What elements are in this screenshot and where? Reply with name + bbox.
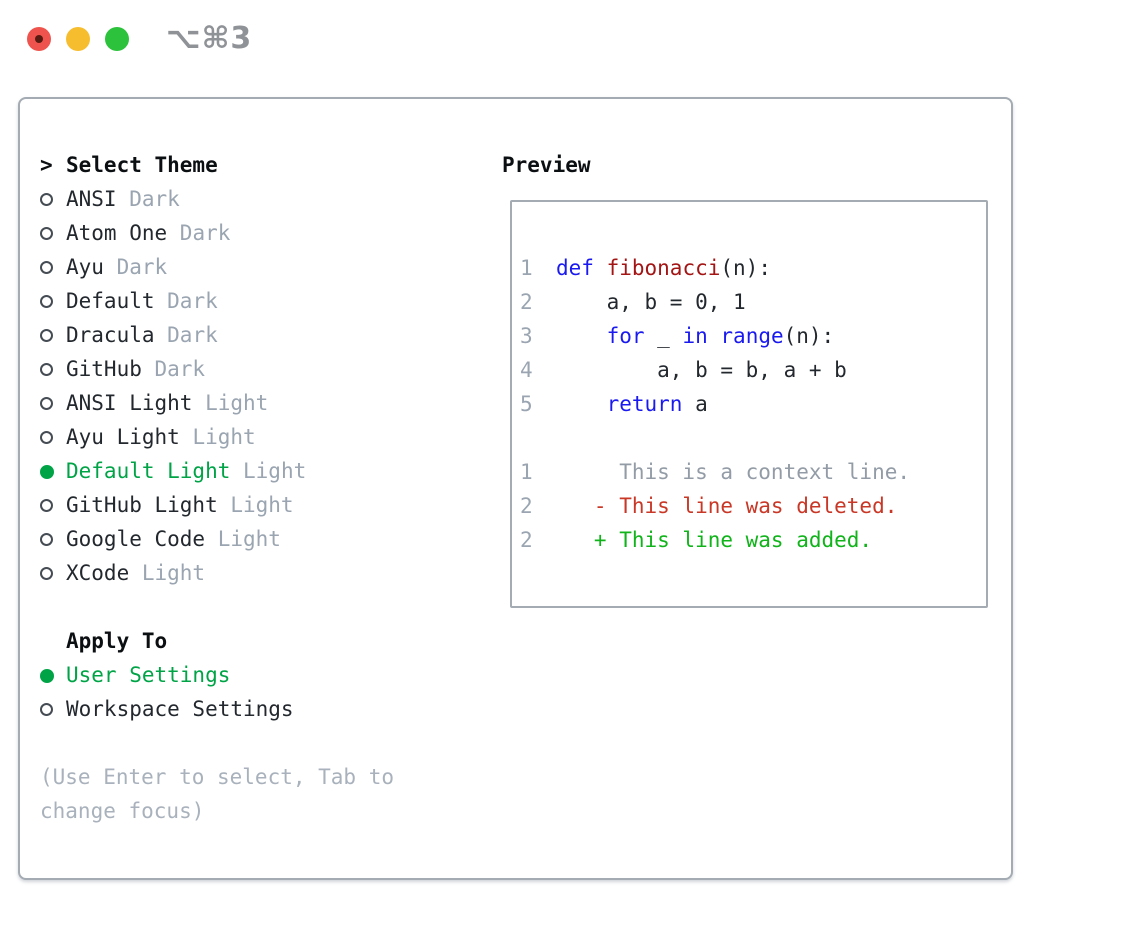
preview-header: Preview (502, 148, 988, 182)
code-text: return a (606, 392, 708, 416)
code-text: - This line was deleted. (556, 494, 898, 518)
code-line: 1 def fibonacci(n): (512, 251, 986, 285)
apply-to-header: Apply To (40, 624, 485, 658)
theme-option-default-light[interactable]: Default Light Light (40, 454, 485, 488)
code-line: 2 a, b = 0, 1 (512, 285, 986, 319)
radio-icon (40, 533, 53, 546)
code-text: def fibonacci(n): (556, 256, 771, 280)
maximize-button[interactable] (105, 27, 129, 51)
code-text: + This line was added. (556, 528, 873, 552)
theme-option-label: GitHub Dark (66, 357, 206, 381)
apply-to-title: Apply To (66, 629, 168, 653)
theme-option-label: Atom One Dark (66, 221, 231, 245)
theme-option-label: Google Code Light (66, 527, 281, 551)
line-number: 1 (520, 460, 533, 484)
keyboard-shortcut-label: ⌥⌘3 (166, 21, 253, 56)
code-line-blank (512, 421, 986, 455)
line-number: 2 (520, 494, 533, 518)
line-number: 2 (520, 528, 533, 552)
code-text: for _ in range(n): (606, 324, 835, 348)
radio-icon (40, 363, 53, 376)
theme-option-github[interactable]: GitHub Dark (40, 352, 485, 386)
theme-option-ansi-light[interactable]: ANSI Light Light (40, 386, 485, 420)
theme-option-ayu[interactable]: Ayu Dark (40, 250, 485, 284)
theme-option-dracula[interactable]: Dracula Dark (40, 318, 485, 352)
radio-icon (40, 261, 53, 274)
apply-to-option-workspace-settings[interactable]: Workspace Settings (40, 692, 485, 726)
apply-to-option-label: User Settings (66, 663, 231, 687)
radio-icon (40, 397, 53, 410)
theme-option-xcode[interactable]: XCode Light (40, 556, 485, 590)
code-text: a, b = 0, 1 (556, 290, 746, 314)
theme-option-label: Dracula Dark (66, 323, 218, 347)
window-titlebar: ⌥⌘3 (0, 0, 1140, 78)
code-text: This is a context line. (556, 460, 911, 484)
radio-icon (40, 703, 53, 716)
cursor-chevron-icon: > (40, 153, 53, 177)
code-line: 4 a, b = b, a + b (512, 353, 986, 387)
apply-to-option-user-settings[interactable]: User Settings (40, 658, 485, 692)
select-theme-title: Select Theme (66, 153, 218, 177)
close-button[interactable] (27, 27, 51, 51)
theme-option-label: ANSI Dark (66, 187, 180, 211)
line-number: 5 (520, 392, 533, 416)
radio-icon (40, 227, 53, 240)
code-text: a, b = b, a + b (556, 358, 847, 382)
minimize-button[interactable] (66, 27, 90, 51)
theme-option-ayu-light[interactable]: Ayu Light Light (40, 420, 485, 454)
code-line: 3 for _ in range(n): (512, 319, 986, 353)
theme-option-atom-one[interactable]: Atom One Dark (40, 216, 485, 250)
theme-option-label: Ayu Dark (66, 255, 168, 279)
radio-icon (40, 193, 53, 206)
radio-icon (40, 431, 53, 444)
theme-option-label: Default Light Light (66, 459, 307, 483)
line-number: 1 (520, 256, 533, 280)
line-number: 3 (520, 324, 533, 348)
theme-option-label: ANSI Light Light (66, 391, 269, 415)
select-theme-header: > Select Theme (40, 148, 485, 182)
theme-option-label: Ayu Light Light (66, 425, 256, 449)
theme-option-label: XCode Light (66, 561, 206, 585)
code-line: 5 return a (512, 387, 986, 421)
code-line: 2 + This line was added. (512, 523, 986, 557)
radio-icon (40, 329, 53, 342)
apply-to-option-label: Workspace Settings (66, 697, 294, 721)
preview-title: Preview (502, 153, 591, 177)
help-text: (Use Enter to select, Tab to change focu… (40, 765, 395, 823)
radio-icon (40, 567, 53, 580)
theme-option-label: GitHub Light Light (66, 493, 294, 517)
line-number: 4 (520, 358, 533, 382)
radio-selected-icon (40, 668, 54, 683)
theme-option-ansi[interactable]: ANSI Dark (40, 182, 485, 216)
theme-option-label: Default Dark (66, 289, 218, 313)
code-line: 2 - This line was deleted. (512, 489, 986, 523)
line-number: 2 (520, 290, 533, 314)
theme-option-github-light[interactable]: GitHub Light Light (40, 488, 485, 522)
code-line: 1 This is a context line. (512, 455, 986, 489)
theme-option-default[interactable]: Default Dark (40, 284, 485, 318)
radio-icon (40, 295, 53, 308)
radio-selected-icon (40, 464, 54, 479)
radio-icon (40, 499, 53, 512)
close-dot-icon (35, 35, 43, 43)
theme-option-google-code[interactable]: Google Code Light (40, 522, 485, 556)
